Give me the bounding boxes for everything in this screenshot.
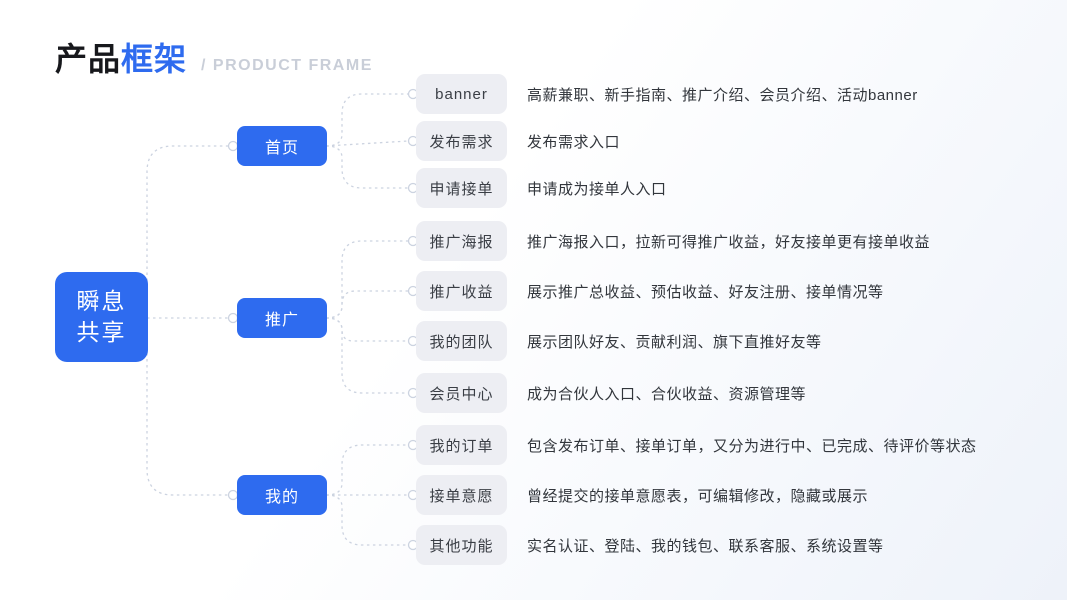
branch-node: 我的 <box>237 475 327 515</box>
child-node: 其他功能 <box>416 525 507 565</box>
connector-line <box>325 444 408 496</box>
branch-node: 首页 <box>237 126 327 166</box>
connector-line <box>325 290 408 319</box>
child-node: 我的团队 <box>416 321 507 361</box>
title-blue-part: 框架 <box>121 41 188 77</box>
child-node: 会员中心 <box>416 373 507 413</box>
child-node: banner <box>416 74 507 114</box>
connector-line <box>146 145 229 317</box>
connector-line <box>146 317 229 496</box>
child-description: 申请成为接单人入口 <box>527 180 667 198</box>
connector-line <box>325 317 408 394</box>
child-node: 申请接单 <box>416 168 507 208</box>
branch-node: 推广 <box>237 298 327 338</box>
child-node: 推广收益 <box>416 271 507 311</box>
title-black-part: 产品 <box>55 41 122 77</box>
title-subtitle: / PRODUCT FRAME <box>201 57 373 74</box>
root-node: 瞬息 共享 <box>55 272 148 362</box>
child-description: 发布需求入口 <box>527 133 621 151</box>
connector-line <box>325 145 408 189</box>
child-description: 实名认证、登陆、我的钱包、联系客服、系统设置等 <box>527 537 884 555</box>
connector-line <box>325 93 408 147</box>
connector-line <box>325 494 408 546</box>
child-description: 高薪兼职、新手指南、推广介绍、会员介绍、活动banner <box>527 86 918 104</box>
title-chinese: 产品框架 <box>55 34 187 80</box>
child-description: 包含发布订单、接单订单，又分为进行中、已完成、待评价等状态 <box>527 437 977 455</box>
child-description: 展示推广总收益、预估收益、好友注册、接单情况等 <box>527 283 884 301</box>
child-node: 推广海报 <box>416 221 507 261</box>
root-node-label-line1: 瞬息 <box>76 287 127 314</box>
connector-line <box>325 140 409 147</box>
child-description: 成为合伙人入口、合伙收益、资源管理等 <box>527 385 807 403</box>
page-title: 产品框架 / PRODUCT FRAME <box>55 34 373 80</box>
child-node: 发布需求 <box>416 121 507 161</box>
child-description: 曾经提交的接单意愿表，可编辑修改，隐藏或展示 <box>527 487 869 505</box>
child-node: 接单意愿 <box>416 475 507 515</box>
root-node-label-line2: 共享 <box>76 319 127 345</box>
child-node: 我的订单 <box>416 425 507 465</box>
connector-line <box>325 240 408 319</box>
child-description: 展示团队好友、贡献利润、旗下直推好友等 <box>527 333 822 351</box>
child-description: 推广海报入口，拉新可得推广收益，好友接单更有接单收益 <box>527 233 931 251</box>
